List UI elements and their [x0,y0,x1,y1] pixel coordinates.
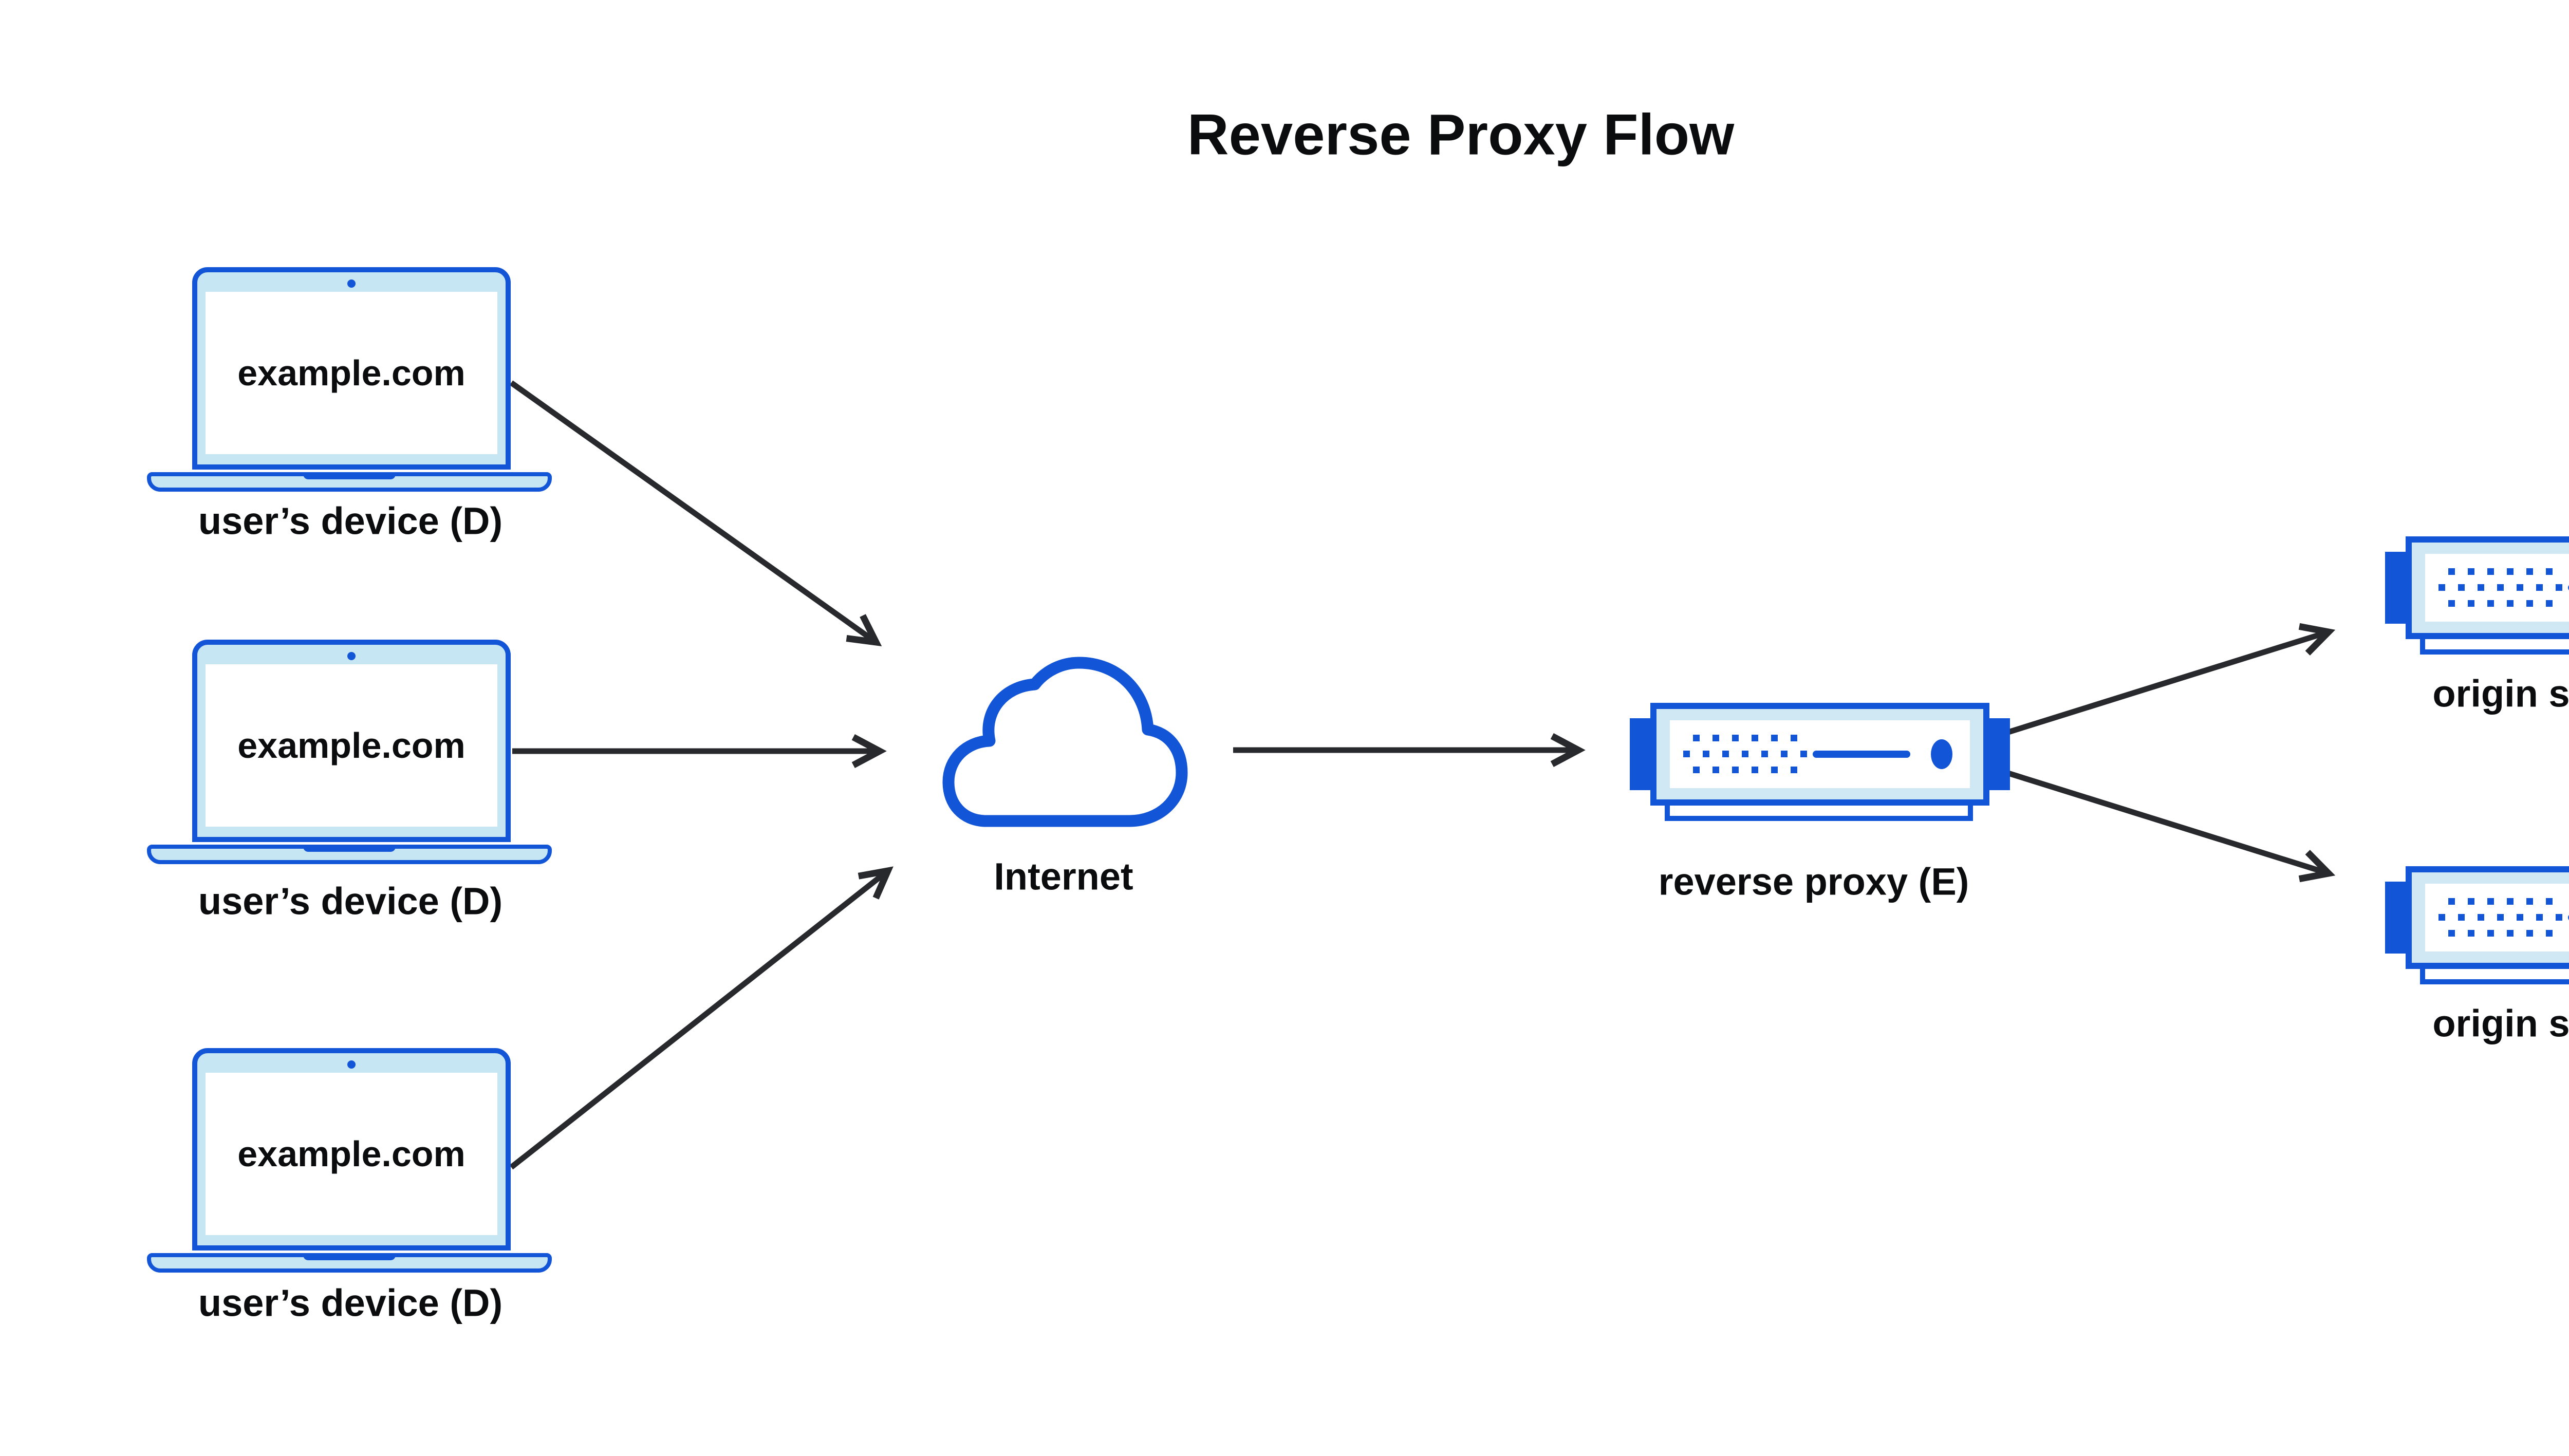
laptop-icon: example.com [192,640,511,842]
screen-url-text: example.com [237,725,466,766]
page-title: Reverse Proxy Flow [1187,102,1735,167]
user-device-node-2: example.com [147,640,552,868]
laptop-hinge-notch [303,472,396,479]
laptop-screen: example.com [206,292,497,454]
server-front-panel [1670,720,1970,788]
laptop-icon: example.com [192,1048,511,1250]
power-dot-icon [1931,739,1952,769]
camera-dot-icon [347,279,356,288]
origin-server-node-1 [2385,536,2569,655]
origin-server-label-2: origin server (F) [2432,1002,2569,1045]
laptop-icon: example.com [192,267,511,470]
server-icon [2406,866,2569,969]
status-line [2568,914,2569,921]
vent-dot-grid [2438,898,2562,937]
screen-url-text: example.com [237,1134,466,1174]
cloud-icon [942,657,1188,827]
screen-url-text: example.com [237,353,466,393]
camera-dot-icon [347,652,356,660]
arrow-proxy-to-origin1 [1993,623,2336,740]
laptop-hinge-notch [303,845,396,852]
arrow-internet-to-proxy [1233,733,1586,767]
arrow-proxy-to-origin2 [1993,766,2336,883]
reverse-proxy-label: reverse proxy (E) [1658,860,1969,903]
vent-dot-grid [1683,735,1807,773]
camera-dot-icon [347,1060,356,1069]
arrow-device2-to-internet [512,734,887,768]
arrow-device3-to-internet [509,866,893,1170]
device-label-1: user’s device (D) [198,499,503,543]
laptop-screen: example.com [206,1073,497,1235]
vent-dot-grid [2438,568,2562,607]
server-front-panel [2425,554,2569,622]
server-icon [1650,703,1989,806]
device-label-2: user’s device (D) [198,880,503,923]
user-device-node-3: example.com [147,1048,552,1277]
status-line [2568,584,2569,591]
internet-label: Internet [994,855,1133,898]
device-label-3: user’s device (D) [198,1281,503,1324]
arrow-device1-to-internet [509,380,882,647]
origin-server-label-1: origin server (F) [2432,672,2569,715]
laptop-hinge-notch [303,1253,396,1260]
server-front-panel [2425,884,2569,951]
user-device-node-1: example.com [147,267,552,496]
origin-server-node-2 [2385,866,2569,984]
reverse-proxy-node [1630,703,2010,821]
laptop-screen: example.com [206,664,497,827]
arrow-layer [509,380,2336,1170]
status-line [1813,751,1910,758]
server-icon [2406,536,2569,639]
